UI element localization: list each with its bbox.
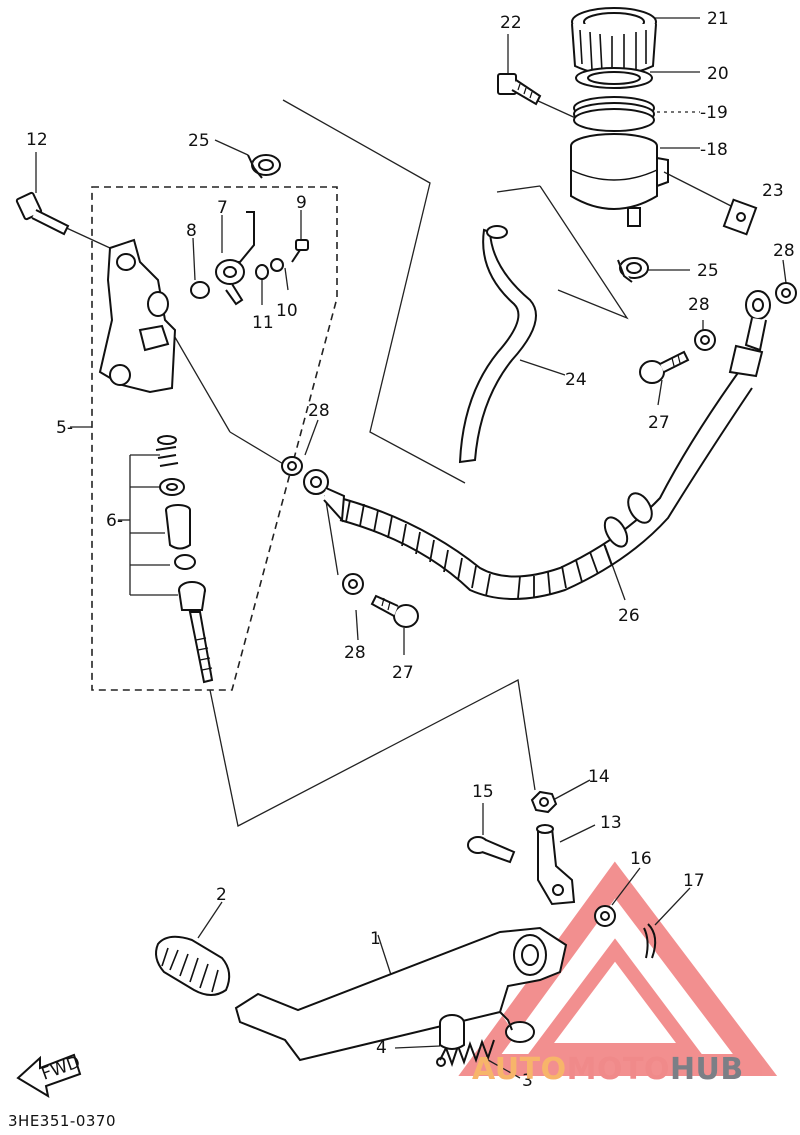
- return-spring: [436, 1039, 495, 1067]
- circlip: [255, 264, 269, 280]
- hose-clip: [722, 198, 758, 236]
- callout-15: 15: [472, 782, 494, 802]
- pivot-bush: [439, 1014, 465, 1050]
- callout-10: 10: [276, 301, 298, 321]
- callout-23: 23: [762, 181, 784, 201]
- master-cylinder-bolt: [15, 191, 70, 236]
- reservoir-bolt: [497, 73, 542, 106]
- callout-17: 17: [683, 871, 705, 891]
- reservoir-tank: [570, 133, 669, 227]
- callout-2: 2: [216, 885, 227, 905]
- watermark-moto: MOTO: [566, 1052, 670, 1087]
- o-ring: [190, 281, 210, 299]
- callout-18: -18: [700, 140, 728, 160]
- callout-13: 13: [600, 813, 622, 833]
- callout-27-upper: 27: [648, 413, 670, 433]
- pin-washer: [594, 905, 616, 927]
- hose-clamp-upper: [247, 154, 281, 179]
- cup: [159, 478, 185, 496]
- watermark-auto: AUTO: [472, 1052, 567, 1087]
- cup-secondary: [174, 554, 196, 570]
- spring: [155, 435, 179, 467]
- clevis-nut: [530, 790, 558, 814]
- callout-28-upper: 28: [688, 295, 710, 315]
- fitting-screw: [291, 239, 309, 263]
- callout-4: 4: [376, 1038, 387, 1058]
- brake-hose-ribs: [345, 499, 613, 599]
- callout-21: 21: [707, 9, 729, 29]
- callout-20: 20: [707, 64, 729, 84]
- callout-9: 9: [296, 193, 307, 213]
- watermark-text: AUTOMOTOHUB: [472, 1052, 744, 1087]
- callout-16: 16: [630, 849, 652, 869]
- callout-24: 24: [565, 370, 587, 390]
- callout-3: 3: [522, 1071, 533, 1091]
- push-rod: [178, 581, 214, 684]
- clevis-pin: [467, 836, 516, 864]
- callout-14: 14: [588, 767, 610, 787]
- watermark-hub: HUB: [669, 1052, 744, 1087]
- callout-25-lower: 25: [697, 261, 719, 281]
- part-code: 3HE351-0370: [8, 1112, 117, 1130]
- reservoir-cap-ring: [575, 67, 653, 89]
- hose-end-banjo-lower: [303, 469, 346, 523]
- hose-collar: [603, 492, 653, 548]
- hose-joint-fitting: [215, 211, 255, 306]
- pedal-rubber: [155, 935, 231, 996]
- callout-28-lower: 28: [344, 643, 366, 663]
- callout-5: 5-: [56, 418, 73, 438]
- master-cylinder-body: [98, 238, 177, 394]
- callout-8: 8: [186, 221, 197, 241]
- union-bolt-lower: [370, 594, 419, 628]
- guide-lines: [35, 17, 787, 1079]
- callout-19: -19: [700, 103, 728, 123]
- brake-pedal: [234, 926, 568, 1062]
- callout-11: 11: [252, 313, 274, 333]
- master-cylinder-assembly-box: [91, 186, 338, 691]
- callout-28-mid: 28: [308, 401, 330, 421]
- callout-28-far: 28: [773, 241, 795, 261]
- reservoir-cap: [571, 7, 657, 76]
- copper-washer-3: [694, 329, 716, 351]
- callout-27-lower: 27: [392, 663, 414, 683]
- hose-end-banjo-upper: [728, 290, 771, 378]
- cotter-pin: [643, 923, 657, 959]
- reservoir-hose: [458, 225, 537, 464]
- clevis: [536, 824, 576, 906]
- copper-washer-1: [281, 456, 303, 476]
- callout-26: 26: [618, 606, 640, 626]
- copper-washer-4: [775, 282, 797, 304]
- union-bolt-upper: [639, 350, 690, 384]
- brake-hose: [339, 369, 753, 600]
- callout-1: 1: [370, 929, 381, 949]
- callout-labels: 21 22 20 -19 -18 12 25 23 7 9 8 28 25 28…: [26, 9, 795, 1091]
- callout-6: 6-: [106, 511, 123, 531]
- callout-7: 7: [217, 198, 228, 218]
- piston: [165, 504, 191, 550]
- washer: [270, 258, 284, 272]
- reservoir-diaphragm: [573, 96, 655, 132]
- copper-washer-2: [342, 573, 364, 595]
- callout-25-upper: 25: [188, 131, 210, 151]
- forward-arrow-icon: [16, 1053, 82, 1099]
- callout-22: 22: [500, 13, 522, 33]
- callout-12: 12: [26, 130, 48, 150]
- hose-clamp-lower: [617, 257, 649, 283]
